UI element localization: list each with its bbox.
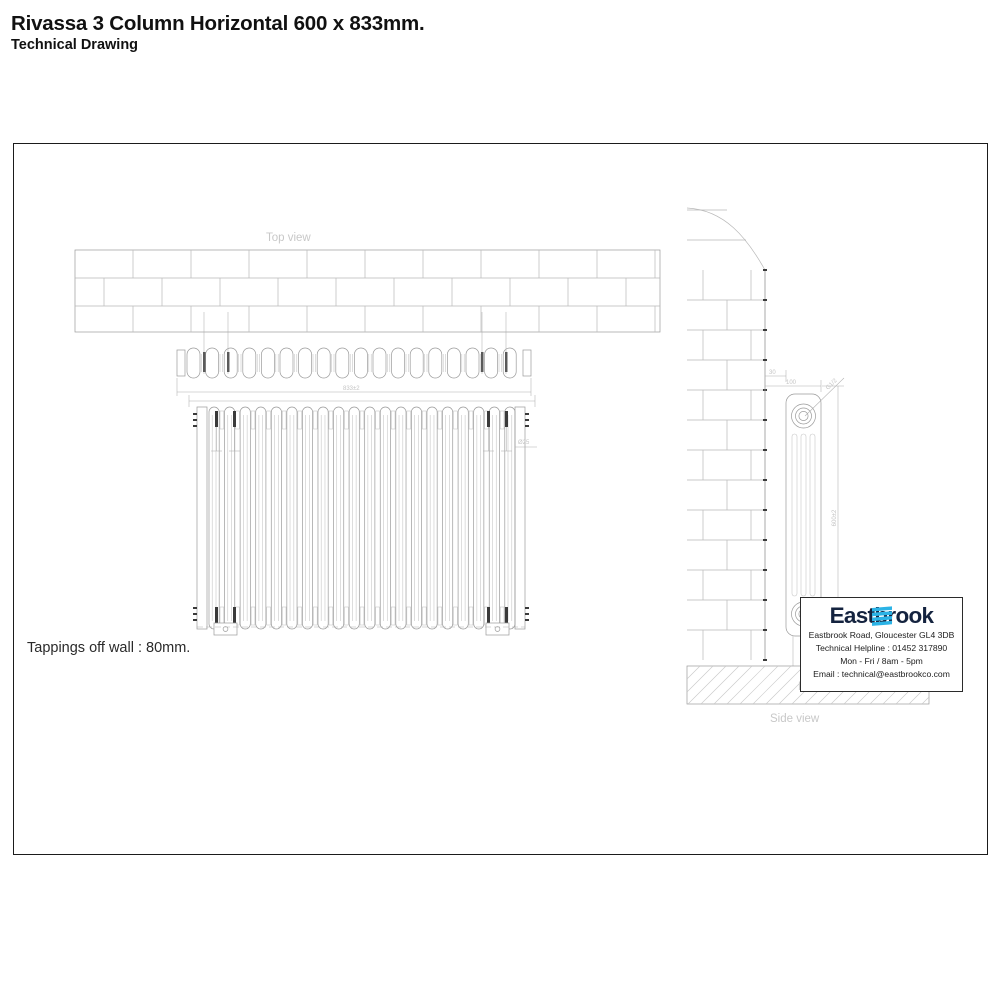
page-title: Rivassa 3 Column Horizontal 600 x 833mm.: [11, 12, 425, 35]
brand-helpline: Technical Helpline : 01452 317890: [815, 642, 948, 653]
label-side-view: Side view: [770, 713, 820, 725]
side-top-dimensions: 30 100: [764, 370, 822, 392]
top-view-drawing: 833±2: [74, 249, 661, 396]
brand-address: Eastbrook Road, Gloucester GL4 3DB: [808, 630, 955, 640]
front-view-columns: [208, 406, 516, 630]
dim-walloffset-text: 30: [769, 370, 776, 376]
brand-wordmark: Eastbrook: [829, 602, 934, 628]
dim-diameter-text: Ø25: [518, 440, 530, 446]
front-tapping-details: [197, 411, 525, 636]
dimension-overall-width: 833±2: [176, 378, 532, 396]
stacked-bars-icon: [871, 605, 892, 626]
dim-depth-text: 100: [786, 380, 797, 386]
dim-height-text: 600±2: [832, 509, 838, 526]
tappings-note: Tappings off wall : 80mm.: [27, 640, 191, 656]
title-block: Rivassa 3 Column Horizontal 600 x 833mm.…: [11, 12, 611, 53]
brand-block: Eastbrook Eastbrook Road, Gloucester GL4…: [800, 597, 963, 692]
tapping-boss-top: [791, 403, 816, 429]
label-top-view: Top view: [266, 232, 311, 244]
top-view-radiator: 833±2: [176, 312, 532, 396]
dim-width-text: 833±2: [343, 386, 360, 392]
brand-hours: Mon - Fri / 8am - 5pm: [840, 655, 923, 666]
page-subtitle: Technical Drawing: [11, 36, 139, 53]
drawing-sheet: [13, 143, 988, 855]
brand-email: Email : technical@eastbrookco.com: [813, 668, 950, 679]
front-view-drawing: Ø25: [188, 395, 537, 636]
top-view-wall: [74, 249, 661, 333]
brand-logo: Eastbrook: [805, 603, 958, 629]
front-top-dimension: [188, 395, 536, 407]
side-view-drawing: G1/2 600±2 30 100 80: [686, 207, 930, 705]
dimension-column-diameter: Ø25: [515, 440, 537, 448]
side-view-wall: [686, 207, 767, 661]
